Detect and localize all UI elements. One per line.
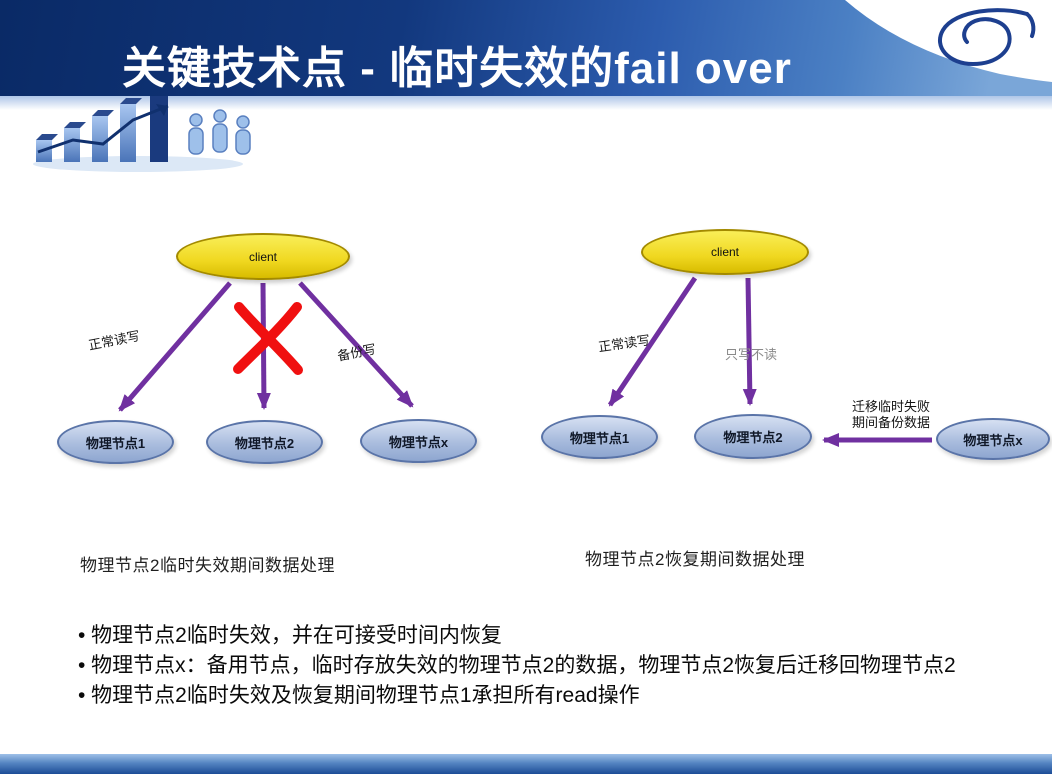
chart-bars: [36, 96, 168, 162]
arrow-left-client-to-node2: [256, 282, 271, 410]
slide-header: 关键技术点 - 临时失效的fail over: [0, 0, 1052, 96]
left-node-1: 物理节点1: [57, 420, 174, 464]
left-label-backup-write: 备份写: [336, 341, 378, 364]
right-node-x: 物理节点x: [936, 418, 1050, 460]
left-node-x-label: 物理节点x: [388, 434, 449, 450]
right-node-x-label: 物理节点x: [963, 432, 1023, 448]
people-figures: [188, 109, 251, 155]
bullet-2: • 物理节点x：备用节点，临时存放失效的物理节点2的数据，物理节点2恢复后迁移回…: [78, 654, 956, 677]
slide-title: 关键技术点 - 临时失效的fail over: [122, 44, 792, 93]
header-swoosh: [845, 0, 1052, 82]
right-node-2: 物理节点2: [694, 414, 812, 459]
left-node-x: 物理节点x: [360, 419, 477, 463]
migration-label-line1: 迁移临时失败: [852, 399, 931, 414]
right-label-normal-rw: 正常读写: [597, 332, 651, 355]
bullet-1: • 物理节点2临时失效，并在可接受时间内恢复: [78, 624, 502, 647]
bullet-list: • 物理节点2临时失效，并在可接受时间内恢复 • 物理节点x：备用节点，临时存放…: [78, 621, 996, 711]
left-client-node: client: [176, 233, 350, 280]
trend-line: [37, 104, 169, 154]
failure-x-icon: [233, 302, 303, 375]
bar-chart-clipart: [33, 96, 251, 172]
right-node-1-label: 物理节点1: [569, 430, 630, 446]
bullet-3: • 物理节点2临时失效及恢复期间物理节点1承担所有read操作: [78, 684, 640, 707]
header-divider: [0, 96, 1052, 110]
right-node-1: 物理节点1: [541, 415, 658, 459]
left-node-2: 物理节点2: [206, 420, 323, 464]
arrow-right-client-to-node2: [742, 277, 757, 406]
right-client-label: client: [710, 245, 739, 259]
right-diagram-caption: 物理节点2恢复期间数据处理: [585, 550, 805, 569]
left-diagram-caption: 物理节点2临时失效期间数据处理: [80, 556, 335, 575]
left-client-label: client: [248, 249, 277, 264]
migration-label-line2: 期间备份数据: [852, 415, 931, 430]
right-client-node: client: [641, 229, 809, 275]
arrow-left-client-to-node1: [118, 281, 232, 412]
left-label-normal-rw: 正常读写: [87, 328, 142, 353]
left-node-2-label: 物理节点2: [234, 435, 295, 451]
footer-bar: [0, 754, 1052, 774]
right-node-2-label: 物理节点2: [723, 430, 783, 445]
alibaba-sketch-logo-icon: [938, 8, 1036, 67]
left-node-1-label: 物理节点1: [85, 435, 146, 451]
migration-label: 迁移临时失败 期间备份数据: [852, 399, 930, 431]
right-label-write-only: 只写不读: [725, 347, 778, 362]
